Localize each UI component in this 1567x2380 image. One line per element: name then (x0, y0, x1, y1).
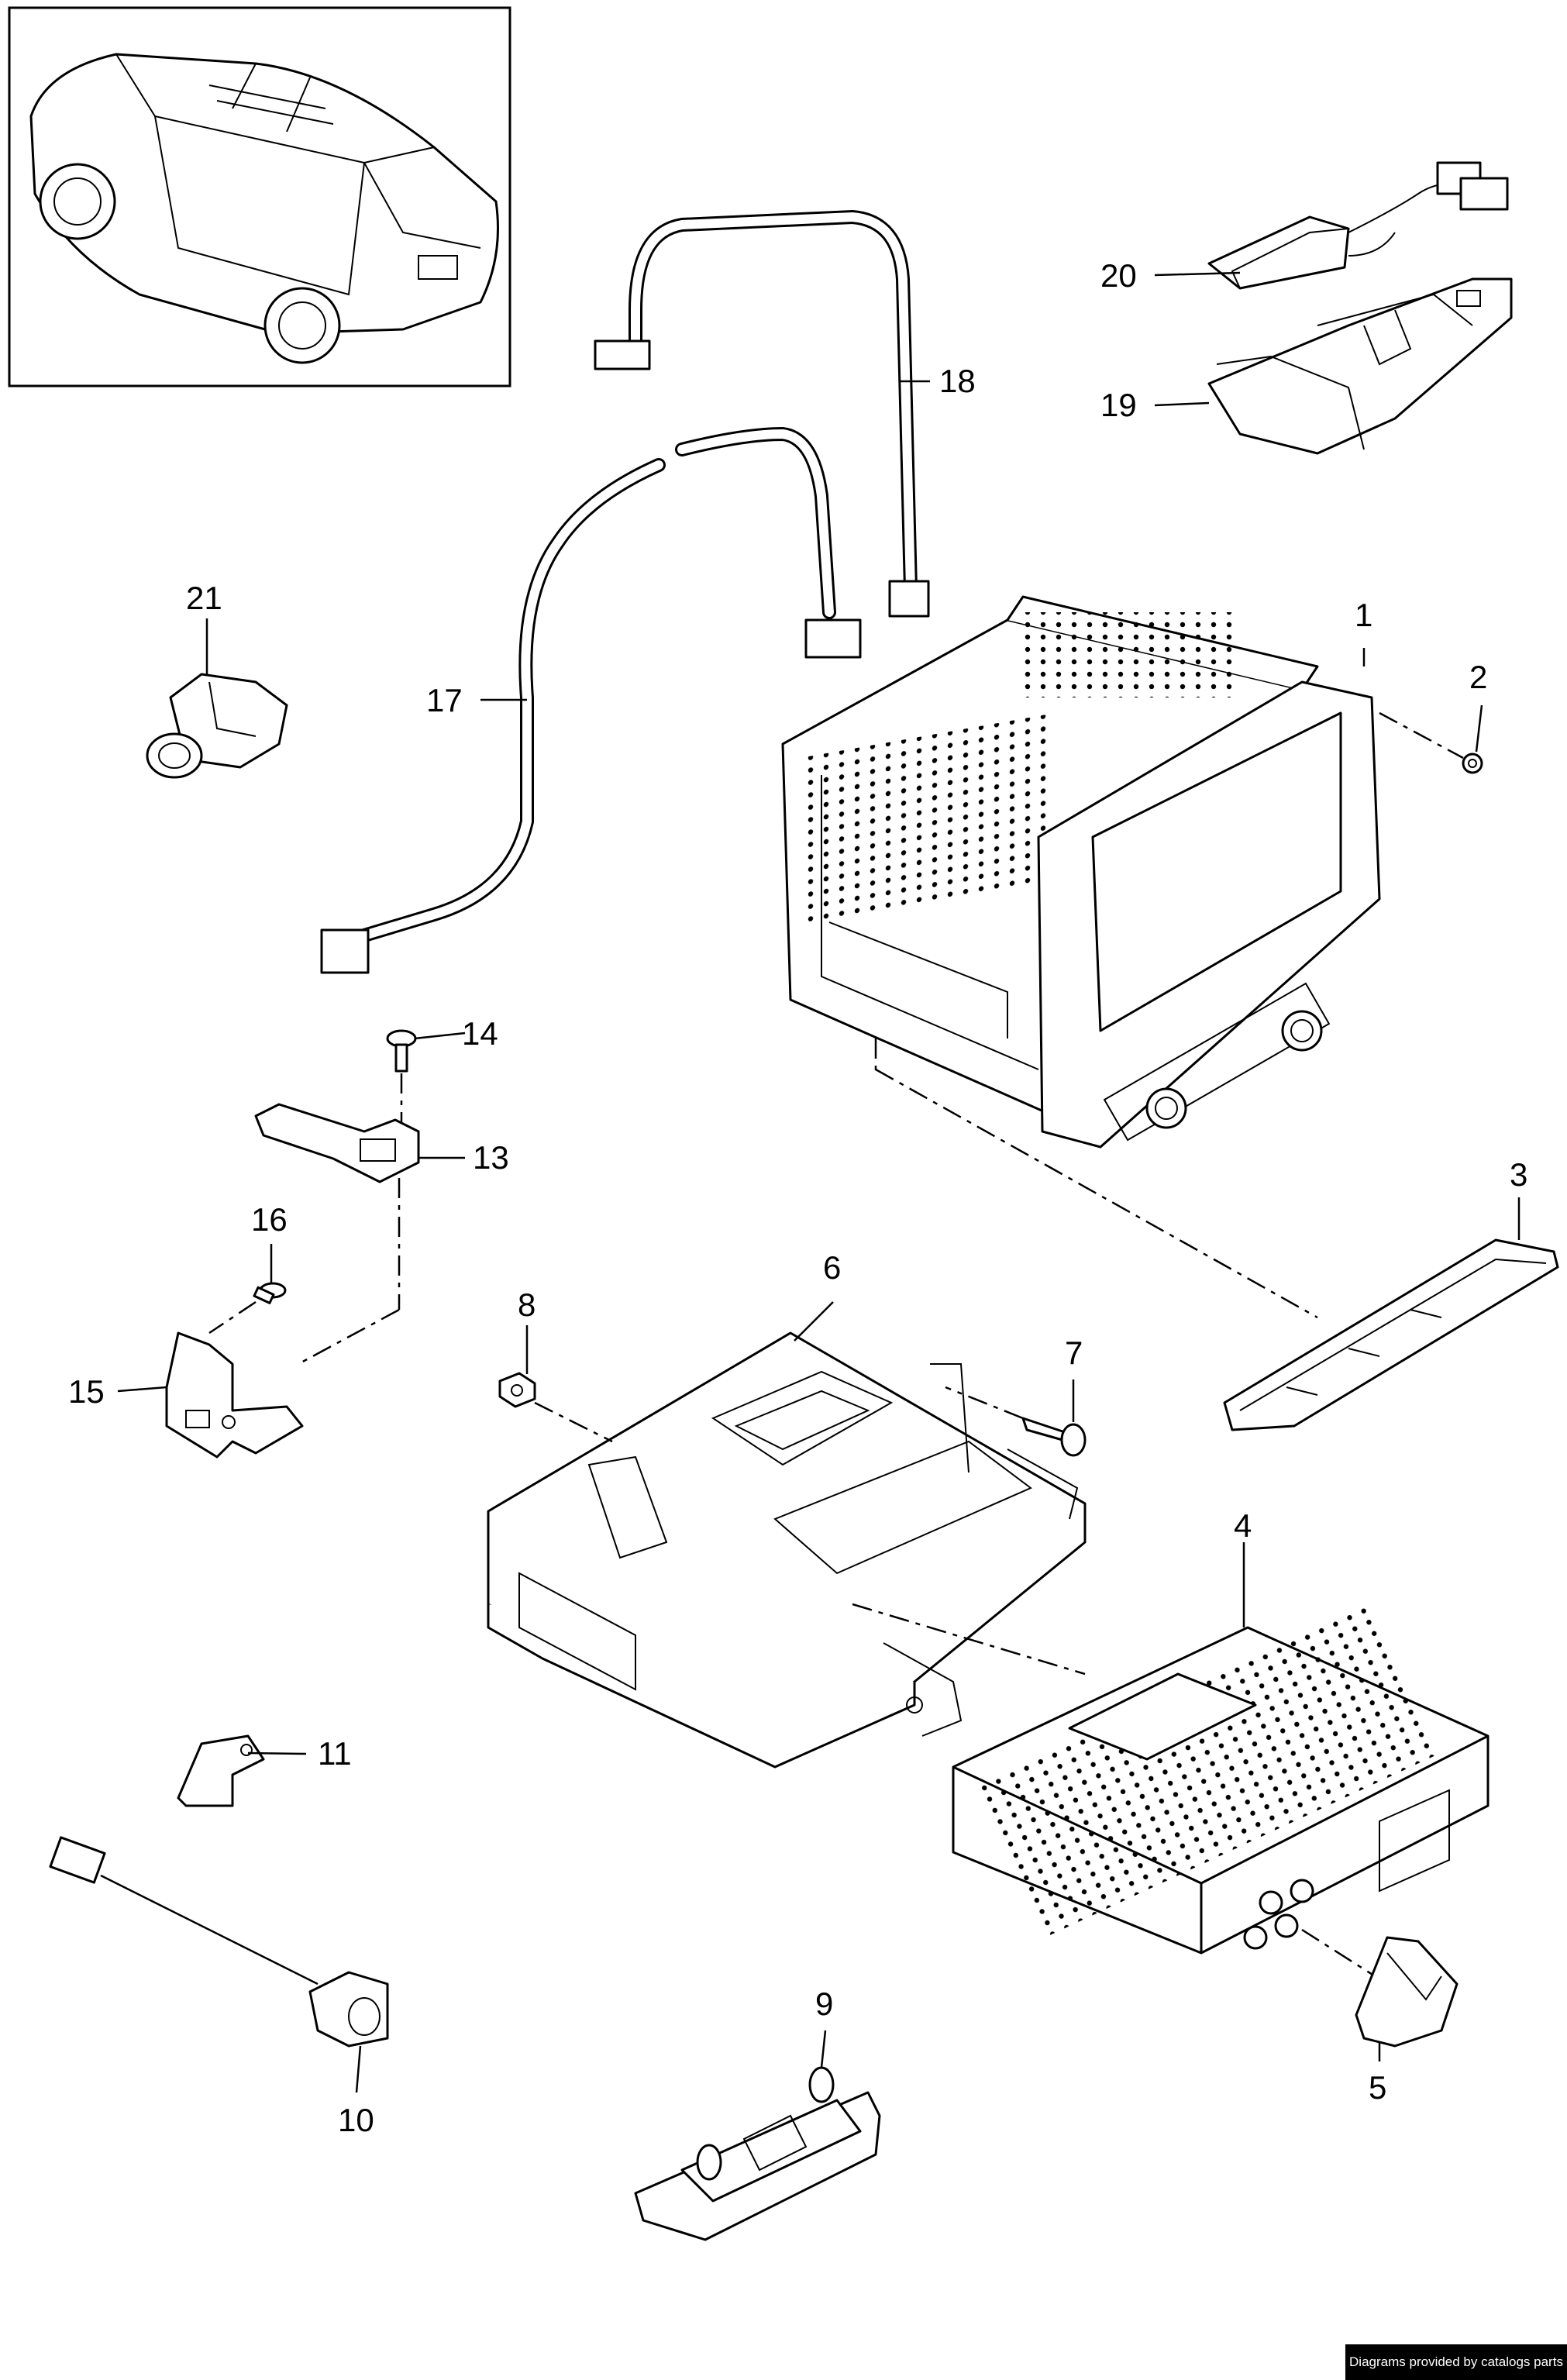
callout-8: 8 (518, 1286, 536, 1323)
callout-17: 17 (426, 682, 463, 718)
part-6-mounting-frame (487, 1331, 1087, 1769)
callout-leaders (117, 271, 1521, 2093)
part-2-screw (1462, 753, 1483, 774)
leader-13b (298, 1308, 400, 1366)
part-7-bolt (1021, 1417, 1087, 1457)
part-5-clip (1355, 1936, 1459, 2048)
callout-1: 1 (1355, 597, 1372, 633)
callout-6: 6 (823, 1249, 841, 1286)
callout-5: 5 (1369, 2069, 1386, 2106)
leader-1-3 (875, 1068, 1318, 1319)
part-4-amplifier (952, 1597, 1490, 1955)
leader-4 (852, 1603, 1086, 1676)
leader-7 (945, 1386, 1024, 1420)
credit-footer: Diagrams provided by catalogs parts (1345, 2344, 1567, 2380)
part-15-bracket (165, 1331, 304, 1459)
callout-16: 16 (251, 1201, 288, 1238)
part-19-control-unit (1207, 277, 1513, 455)
part-9-switch-module (634, 2066, 881, 2241)
part-21-sensor (146, 673, 288, 779)
callout-19: 19 (1100, 387, 1137, 423)
callout-labels: 1 2 3 4 5 6 7 8 9 10 11 13 14 15 16 17 1… (68, 257, 1527, 2138)
callout-3: 3 (1510, 1156, 1527, 1193)
callout-15: 15 (68, 1373, 105, 1410)
callout-18: 18 (939, 363, 976, 399)
part-20-antenna-lead (1207, 161, 1509, 290)
vehicle-thumbnail (8, 6, 511, 387)
part-11-bracket (177, 1734, 265, 1807)
part-1-head-unit (781, 595, 1381, 1149)
callout-20: 20 (1100, 257, 1137, 294)
callout-13: 13 (473, 1139, 509, 1176)
callout-14: 14 (462, 1015, 498, 1052)
leader-16 (208, 1300, 257, 1335)
part-16-screw (253, 1282, 287, 1304)
part-13-bracket (254, 1103, 420, 1183)
part-14-screw (386, 1029, 417, 1073)
leader-2 (1379, 711, 1464, 759)
callout-4: 4 (1234, 1507, 1252, 1544)
part-8-nut (498, 1372, 536, 1408)
callout-2: 2 (1469, 659, 1487, 695)
callout-21: 21 (186, 580, 222, 616)
callout-10: 10 (338, 2102, 374, 2138)
leader-8 (534, 1401, 613, 1443)
part-17-cable (320, 426, 862, 974)
part-3-trim-strip (1223, 1238, 1559, 1431)
callout-9: 9 (815, 1986, 833, 2022)
part-10-camera (49, 1836, 389, 2048)
part-18-cable (594, 209, 930, 618)
callout-11: 11 (318, 1735, 352, 1772)
callout-7: 7 (1065, 1335, 1083, 1371)
